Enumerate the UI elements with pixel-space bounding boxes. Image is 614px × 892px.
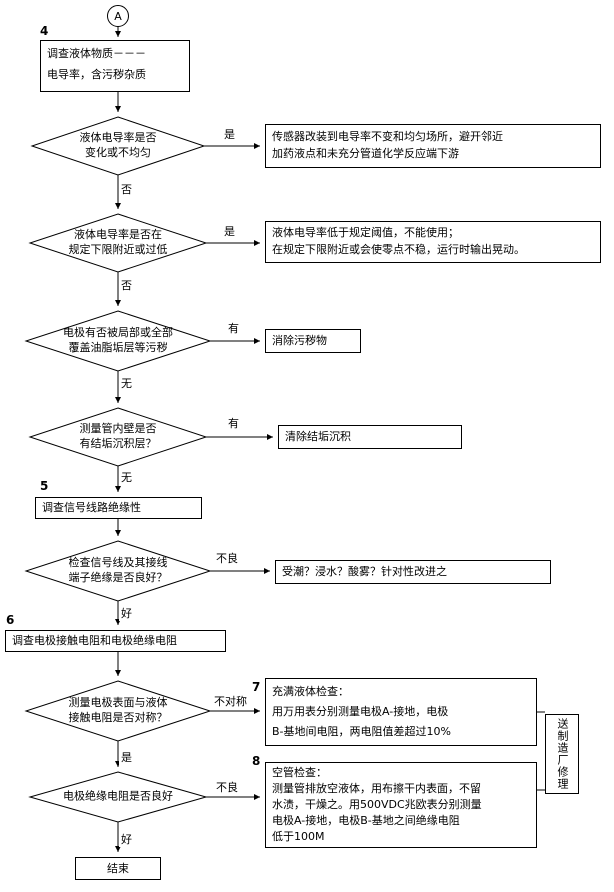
end-node: 结束 bbox=[75, 857, 161, 880]
branch-label-yes: 是 bbox=[222, 126, 237, 142]
action-conductivity-low: 液体电导率低于规定阈值，不能使用； 在规定下限附近或会使零点不稳，运行时输出晃动… bbox=[265, 221, 601, 263]
decision-diamond-shape bbox=[24, 540, 212, 602]
step-number-7: 7 bbox=[252, 680, 261, 694]
branch-label-bad: 不良 bbox=[214, 550, 240, 566]
process-investigate-liquid: 调查液体物质－－－ 电导率，含污秽杂质 bbox=[40, 40, 190, 92]
branch-label-yes: 是 bbox=[222, 223, 237, 239]
branch-label-no: 否 bbox=[119, 181, 134, 197]
decision-conductivity-change: 液体电导率是否 变化或不均匀 bbox=[79, 131, 157, 159]
decision-electrode-coated: 电极有否被局部或全部 覆盖油脂垢层等污秽 bbox=[63, 326, 173, 354]
decision-diamond-shape bbox=[30, 116, 206, 176]
branch-label-no: 否 bbox=[119, 277, 134, 293]
branch-label-have: 有 bbox=[226, 320, 241, 336]
action-empty-pipe-check: 空管检查： 测量管排放空液体，用布擦干内表面，不留 水渍，干燥之。用500VDC… bbox=[265, 762, 537, 848]
decision-diamond-shape bbox=[28, 213, 208, 273]
action-moisture-fix: 受潮？浸水？酸雾？针对性改进之 bbox=[275, 560, 551, 584]
action-sensor-relocate: 传感器改装到电导率不变和均匀场所，避开邻近 加药液点和未充分管道化学反应端下游 bbox=[265, 124, 601, 168]
action-full-pipe-check: 充满液体检查： 用万用表分别测量电极A-接地，电极 B-基地间电阻，两电阻值差超… bbox=[265, 678, 537, 746]
branch-label-bad: 不良 bbox=[214, 779, 240, 795]
branch-label-good: 好 bbox=[119, 605, 134, 621]
step-number-4: 4 bbox=[40, 24, 49, 38]
decision-diamond-shape bbox=[28, 771, 208, 823]
branch-label-yes: 是 bbox=[119, 749, 134, 765]
step-number-5: 5 bbox=[40, 479, 49, 493]
branch-label-asymmetric: 不对称 bbox=[212, 693, 249, 709]
branch-label-have: 有 bbox=[226, 415, 241, 431]
decision-electrode-insulation: 电极绝缘电阻是否良好 bbox=[63, 789, 173, 803]
branch-label-none: 无 bbox=[119, 375, 134, 391]
decision-diamond-shape bbox=[24, 680, 212, 742]
connector-a: A bbox=[107, 5, 129, 27]
branch-label-none: 无 bbox=[119, 469, 134, 485]
decision-tube-scale: 测量管内壁是否 有结垢沉积层？ bbox=[79, 422, 157, 450]
action-remove-fouling: 消除污秽物 bbox=[265, 329, 361, 353]
process-check-electrode: 调查电极接触电阻和电极绝缘电阻 bbox=[5, 630, 226, 652]
decision-diamond-shape bbox=[28, 407, 208, 467]
decision-signal-insulation: 检查信号线及其接线 端子绝缘是否良好？ bbox=[68, 556, 168, 584]
action-send-repair: 送制造厂修理 bbox=[545, 714, 579, 794]
step-number-8: 8 bbox=[252, 754, 261, 768]
action-remove-scale: 清除结垢沉积 bbox=[278, 425, 462, 449]
decision-diamond-shape bbox=[24, 310, 212, 372]
decision-conductivity-low: 液体电导率是否在 规定下限附近或过低 bbox=[68, 228, 168, 256]
branch-label-good: 好 bbox=[119, 831, 134, 847]
process-check-signal-line: 调查信号线路绝缘性 bbox=[35, 497, 202, 519]
step-number-6: 6 bbox=[6, 613, 15, 627]
decision-contact-symmetric: 测量电极表面与液体 接触电阻是否对称？ bbox=[68, 696, 168, 724]
